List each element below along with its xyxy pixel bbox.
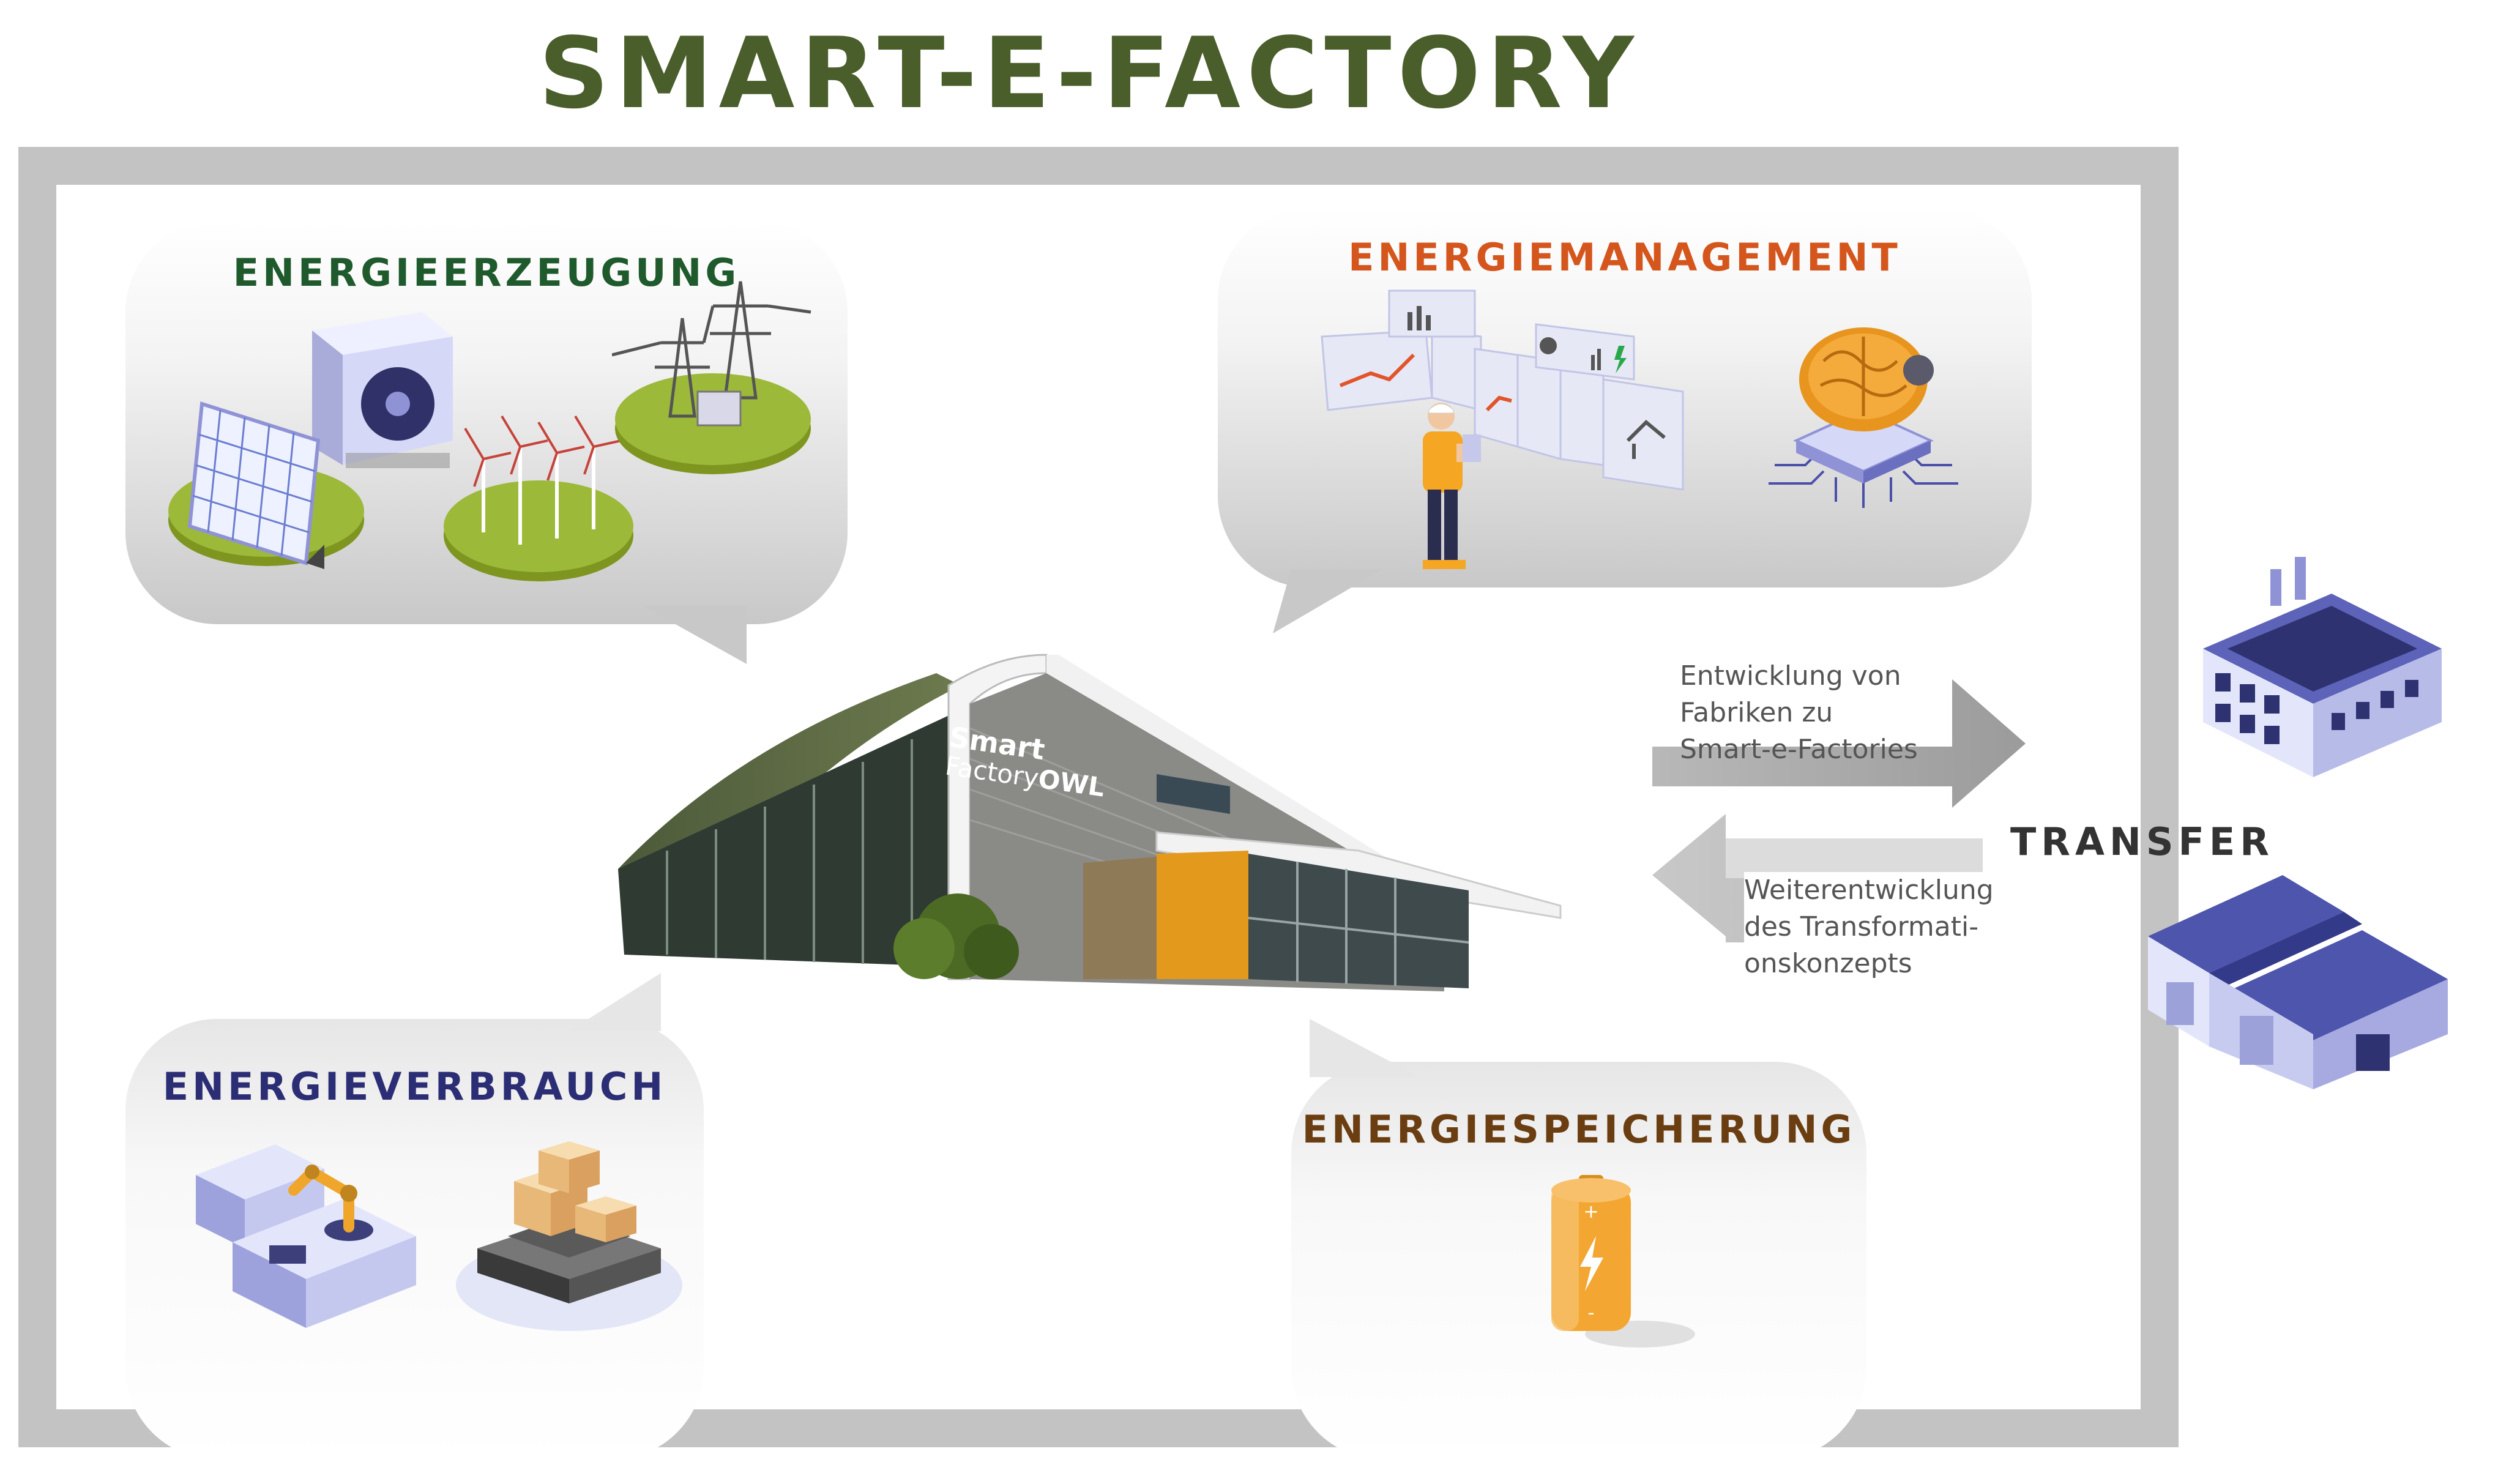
battery-icon: + - xyxy=(1551,1175,1695,1348)
wind-turbine-icon xyxy=(444,415,633,581)
arrow-right xyxy=(1652,679,2026,808)
main-title: SMART-E-FACTORY xyxy=(539,16,1640,130)
management-title: ENERGIEMANAGEMENT xyxy=(1348,235,1901,280)
arrow-left-text: Weiterentwicklung des Transformati- onsk… xyxy=(1744,872,2001,982)
worker-icon xyxy=(1423,403,1481,569)
robot-arm-machine-icon xyxy=(196,1144,416,1328)
warehouse-icon xyxy=(2148,875,2448,1089)
arrow-right-text-line-1: Entwicklung von xyxy=(1680,660,1901,692)
svg-text:+: + xyxy=(1583,1201,1598,1223)
ai-brain-chip-icon xyxy=(1769,327,1958,508)
bubble-verbrauch-tail xyxy=(569,973,661,1031)
bubble-erzeugung-tail xyxy=(643,606,747,664)
smart-factory-building xyxy=(618,654,1562,991)
power-pylon-icon xyxy=(612,281,811,474)
transfer-label: TRANSFER xyxy=(2010,819,2275,864)
arrow-left-text-line-1: Weiterentwicklung xyxy=(1744,874,1994,906)
arrow-left-text-line-2: des Transformati- xyxy=(1744,911,1979,942)
speicherung-title: ENERGIESPEICHERUNG xyxy=(1302,1107,1856,1152)
agv-pallet-icon xyxy=(456,1141,682,1331)
factory-building-icon xyxy=(2203,557,2442,777)
dashboard-panel-icon xyxy=(1321,289,1684,491)
verbrauch-title: ENERGIEVERBRAUCH xyxy=(162,1064,667,1109)
arrow-right-text-line-2: Fabriken zu xyxy=(1680,697,1833,728)
bubble-speicherung-tail xyxy=(1310,1019,1420,1077)
svg-text:-: - xyxy=(1588,1302,1595,1324)
bubble-management-tail xyxy=(1273,569,1383,633)
solar-panel-icon xyxy=(168,401,364,569)
arrow-left-text-line-3: onskonzepts xyxy=(1744,948,1912,979)
arrow-right-text: Entwicklung von Fabriken zu Smart-e-Fact… xyxy=(1680,658,2023,768)
arrow-right-text-line-3: Smart-e-Factories xyxy=(1680,734,1918,765)
heat-pump-icon xyxy=(312,312,453,468)
erzeugung-title: ENERGIEERZEUGUNG xyxy=(233,250,740,295)
